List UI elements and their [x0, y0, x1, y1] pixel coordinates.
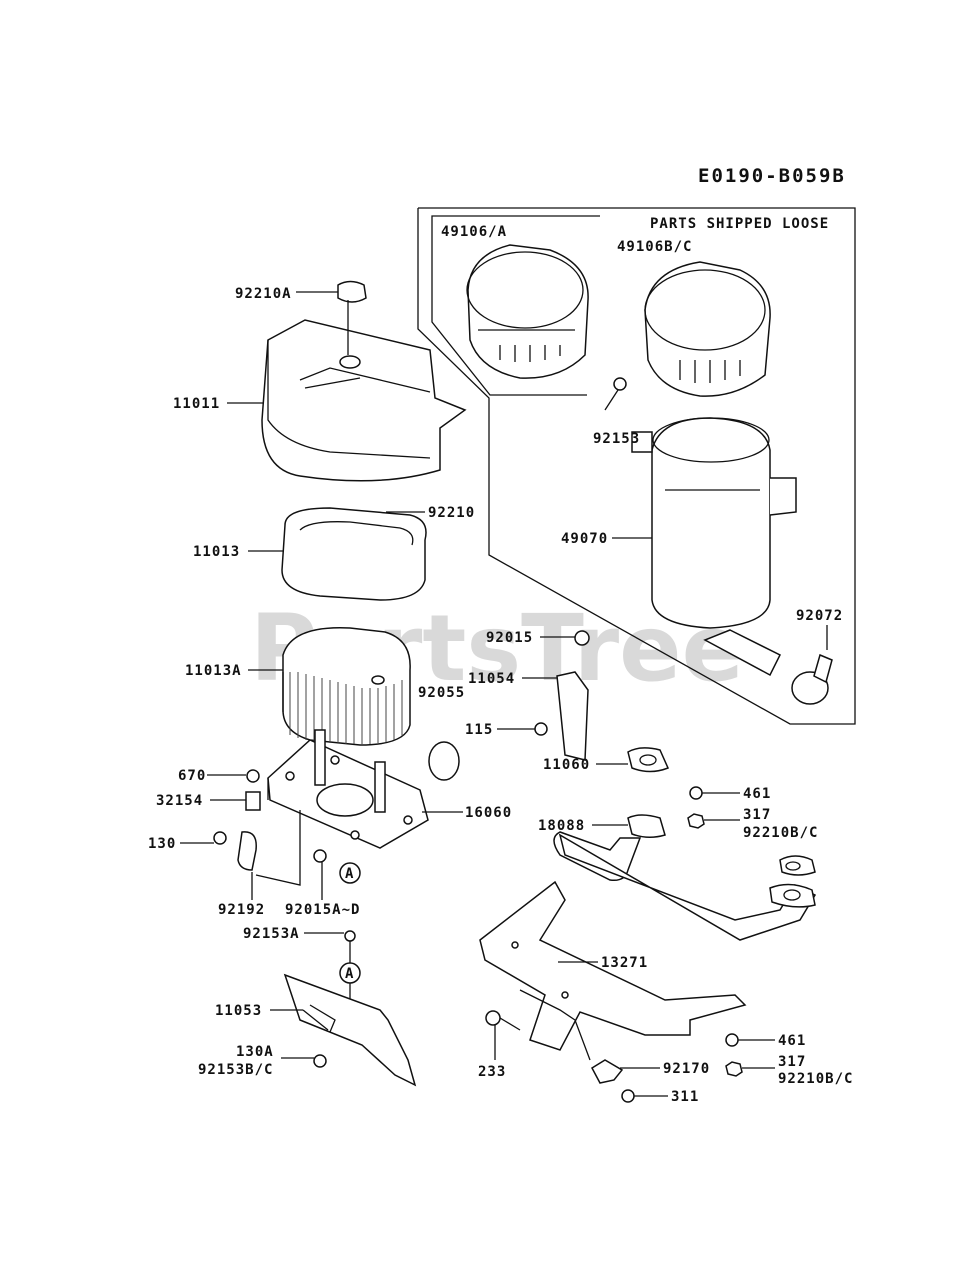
callout-92192: 92192 — [218, 902, 265, 918]
callout-49070: 49070 — [561, 531, 608, 547]
air-cleaner-cover-11011 — [261, 319, 467, 482]
nut-92015A-D — [313, 849, 327, 863]
clamp-92072 — [791, 653, 833, 705]
heat-shield-13271 — [479, 880, 747, 1061]
callout-317-a: 317 — [743, 807, 771, 823]
callout-11054: 11054 — [468, 671, 515, 687]
hose-92192 — [237, 831, 257, 871]
exhaust-pipe-18088 — [553, 814, 817, 941]
callout-11011: 11011 — [173, 396, 220, 412]
washer-670 — [246, 769, 260, 783]
callout-92153B-C: 92153B/C — [198, 1062, 273, 1078]
muffler-49070 — [631, 417, 797, 677]
callout-13271: 13271 — [601, 955, 648, 971]
air-cleaner-base-16060 — [267, 729, 429, 849]
callout-16060: 16060 — [465, 805, 512, 821]
gasket-11060 — [627, 747, 670, 773]
callout-130A: 130A — [236, 1044, 274, 1060]
callout-115: 115 — [465, 722, 493, 738]
callout-317-b: 317 — [778, 1054, 806, 1070]
shipped-loose-outline — [431, 215, 600, 396]
fitting-32154 — [245, 791, 261, 811]
cap-nut-92210A — [337, 280, 367, 303]
ref-marker-a-top-text: A — [345, 866, 354, 882]
bolt-233 — [485, 1010, 501, 1026]
clamp-130 — [213, 831, 227, 845]
bracket-11053 — [283, 973, 417, 1087]
callout-32154: 32154 — [156, 793, 203, 809]
bolt-115 — [534, 722, 548, 736]
bolt-92153A — [344, 930, 356, 942]
ref-marker-a-bottom-text: A — [345, 966, 354, 982]
parts-shipped-loose-label: PARTS SHIPPED LOOSE — [650, 216, 829, 232]
callout-461-b: 461 — [778, 1033, 806, 1049]
muffler-cover-49106A — [466, 244, 589, 379]
callout-11053: 11053 — [215, 1003, 262, 1019]
washer-461-a — [689, 786, 703, 800]
callout-233: 233 — [478, 1064, 506, 1080]
shipped-loose-outline-outer — [417, 207, 856, 725]
callout-92153: 92153 — [593, 431, 640, 447]
ref-marker-a-top — [339, 862, 361, 884]
callout-11013A: 11013A — [185, 663, 242, 679]
callout-92072: 92072 — [796, 608, 843, 624]
callout-92170: 92170 — [663, 1061, 710, 1077]
callout-311: 311 — [671, 1089, 699, 1105]
callout-49106A: 49106/A — [441, 224, 507, 240]
bracket-92170 — [591, 1059, 624, 1084]
callout-11013: 11013 — [193, 544, 240, 560]
callout-92015: 92015 — [486, 630, 533, 646]
screw-92153 — [613, 377, 627, 391]
paper-element-11013A — [282, 626, 411, 746]
callout-92210: 92210 — [428, 505, 475, 521]
o-ring-92055 — [428, 741, 460, 781]
bolt-311 — [621, 1089, 635, 1103]
washer-461-b — [725, 1033, 739, 1047]
foam-precleaner-11013 — [281, 507, 427, 601]
nut-317-a — [687, 813, 705, 829]
nut-92015 — [574, 630, 590, 646]
callout-92210B-C-a: 92210B/C — [743, 825, 818, 841]
callout-92210A: 92210A — [235, 286, 292, 302]
bolt-92153B-C — [313, 1054, 327, 1068]
callout-92210B-C-b: 92210B/C — [778, 1071, 853, 1087]
bracket-11054 — [556, 671, 589, 761]
callout-92153A: 92153A — [243, 926, 300, 942]
callout-92055: 92055 — [418, 685, 465, 701]
callout-92015A-D: 92015A~D — [285, 902, 360, 918]
callout-11060: 11060 — [543, 757, 590, 773]
nut-317-b — [725, 1061, 743, 1077]
callout-18088: 18088 — [538, 818, 585, 834]
callout-49106B-C: 49106B/C — [617, 239, 692, 255]
diagram-code: E0190-B059B — [698, 165, 846, 187]
callout-670: 670 — [178, 768, 206, 784]
muffler-cover-49106BC — [644, 261, 771, 397]
callout-461-a: 461 — [743, 786, 771, 802]
callout-130: 130 — [148, 836, 176, 852]
